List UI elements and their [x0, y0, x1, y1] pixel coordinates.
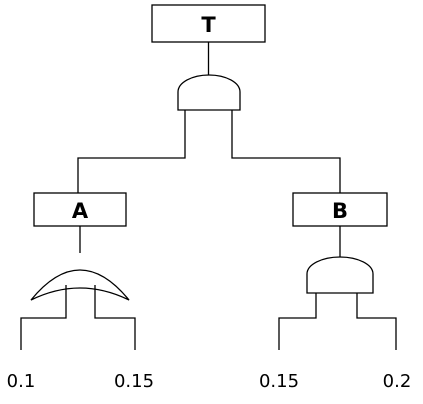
event-b-label: B	[332, 199, 348, 223]
basic-event-2-probability: 0.15	[114, 371, 154, 392]
top-and-gate-icon	[177, 74, 241, 111]
connector-a-to-basic-1	[20, 285, 67, 350]
event-a-label: A	[72, 199, 89, 223]
a-or-gate-icon	[30, 269, 130, 301]
basic-event-1-probability: 0.1	[7, 371, 36, 392]
basic-event-4-probability: 0.2	[383, 371, 412, 392]
connector-gate-to-a	[77, 110, 186, 193]
connector-b-to-basic-1	[278, 293, 317, 350]
event-a-box	[33, 192, 127, 227]
connector-b-to-basic-2	[356, 293, 397, 350]
connector-gate-to-b	[231, 110, 341, 193]
basic-event-3-probability: 0.15	[259, 371, 299, 392]
intermediate-event-b: B	[292, 192, 388, 227]
top-event-label: T	[201, 13, 216, 37]
intermediate-event-a: A	[33, 192, 127, 227]
top-event-box	[151, 4, 266, 43]
b-and-gate-icon	[306, 256, 374, 294]
event-b-box	[292, 192, 388, 227]
top-event-node: T	[151, 4, 266, 43]
connector-a-to-basic-2	[94, 285, 136, 350]
